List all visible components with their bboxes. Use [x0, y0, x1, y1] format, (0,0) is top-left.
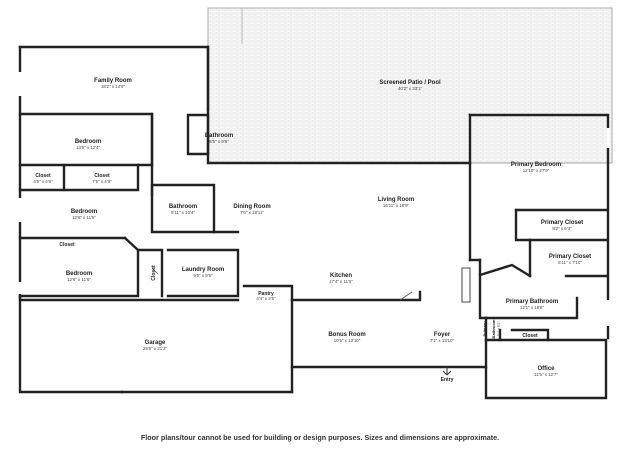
room-name-dining: Dining Room: [233, 204, 270, 210]
room-name-closet1: Closet: [35, 173, 51, 179]
room-name-bed1: Bedroom: [75, 139, 101, 145]
room-name-primary-bathroom-small: Bathroom: [491, 319, 496, 338]
room-dim-closet2: 7'5" x 4'9": [92, 179, 112, 184]
room-name-bed2: Bedroom: [71, 209, 97, 215]
entry-marker: Entry: [441, 367, 454, 383]
room-name-foyer: Foyer: [434, 332, 451, 338]
room-dim-primary-bathroom-small: 3'1" x 5'2": [497, 321, 501, 337]
interior-walls: [18, 112, 608, 369]
room-dim-bath-top: 5'5" x 9'8": [209, 139, 229, 144]
room-name-kitchen: Kitchen: [330, 273, 352, 279]
entry-label: Entry: [441, 377, 454, 383]
room-dim-family: 18'2" x 14'9": [101, 84, 126, 89]
room-name-living: Living Room: [378, 197, 414, 203]
room-dim-pantry: 4'4" x 3'5": [256, 296, 276, 301]
room-name-garage: Garage: [145, 340, 166, 346]
room-name-pantry: Pantry: [258, 291, 274, 297]
room-dim-bonus: 10'5" x 13'10": [334, 338, 361, 343]
disclaimer-text: Floor plans/tour cannot be used for buil…: [140, 433, 500, 442]
room-name-office: Office: [537, 366, 555, 372]
room-name-bath2: Bathroom: [169, 204, 197, 210]
room-name-closet5: Closet: [522, 333, 538, 339]
room-name-primary-bed: Primary Bedroom: [511, 162, 561, 168]
room-name-bath-top: Bathroom: [205, 133, 233, 139]
room-dim-kitchen: 17'4" x 11'5": [329, 279, 353, 284]
room-dim-bath2: 5'11" x 10'4": [171, 210, 195, 215]
room-dim-living: 16'11" x 18'9": [383, 203, 410, 208]
room-name-closet2: Closet: [94, 173, 110, 179]
room-name-laundry: Laundry Room: [182, 267, 224, 273]
room-name-family: Family Room: [94, 78, 132, 84]
room-dim-bed3: 12'6" x 11'6": [67, 277, 91, 282]
room-dim-primary-closet2: 6'11" x 7'10": [558, 260, 582, 265]
room-dim-foyer: 7'1" x 13'10": [430, 338, 455, 343]
room-dim-primary-bed: 12'10" x 27'9": [523, 168, 550, 173]
room-dim-patio: 40'2" x 33'1": [398, 86, 423, 91]
room-name-bed3: Bedroom: [66, 271, 92, 277]
room-dim-garage: 29'6" x 21'3": [143, 346, 168, 351]
room-dim-laundry: 9'5" x 9'5": [193, 273, 213, 278]
room-labels: Screened Patio / Pool 40'2" x 33'1" Fami…: [33, 78, 591, 377]
outer-walls: [18, 45, 610, 400]
room-name-closet3: Closet: [59, 242, 75, 248]
room-dim-office: 11'5" x 12'7": [534, 372, 558, 377]
detail-lines: [18, 72, 610, 326]
room-name-primary-closet2: Primary Closet: [549, 254, 591, 260]
entry-arrow-icon: [442, 367, 452, 376]
room-name-primary-bath: Primary Bathroom: [506, 299, 558, 305]
room-dim-closet1: 4'5" x 4'9": [33, 179, 53, 184]
room-dim-primary-bath: 12'1" x 16'6": [520, 305, 545, 310]
room-name-patio: Screened Patio / Pool: [379, 80, 441, 86]
room-name-closet4: Closet: [151, 265, 157, 281]
room-name-bonus: Bonus Room: [328, 332, 365, 338]
room-name-primary-closet1: Primary Closet: [541, 220, 583, 226]
room-dim-bed1: 13'6" x 12'4": [76, 145, 101, 150]
room-dim-primary-closet1: 8'2" x 6'3": [552, 226, 572, 231]
patio-area: [207, 7, 613, 164]
room-name-primary-small: Primary: [482, 321, 487, 337]
room-dim-bed2: 12'6" x 11'5": [72, 215, 96, 220]
room-dim-dining: 7'6" x 18'11": [240, 210, 264, 215]
